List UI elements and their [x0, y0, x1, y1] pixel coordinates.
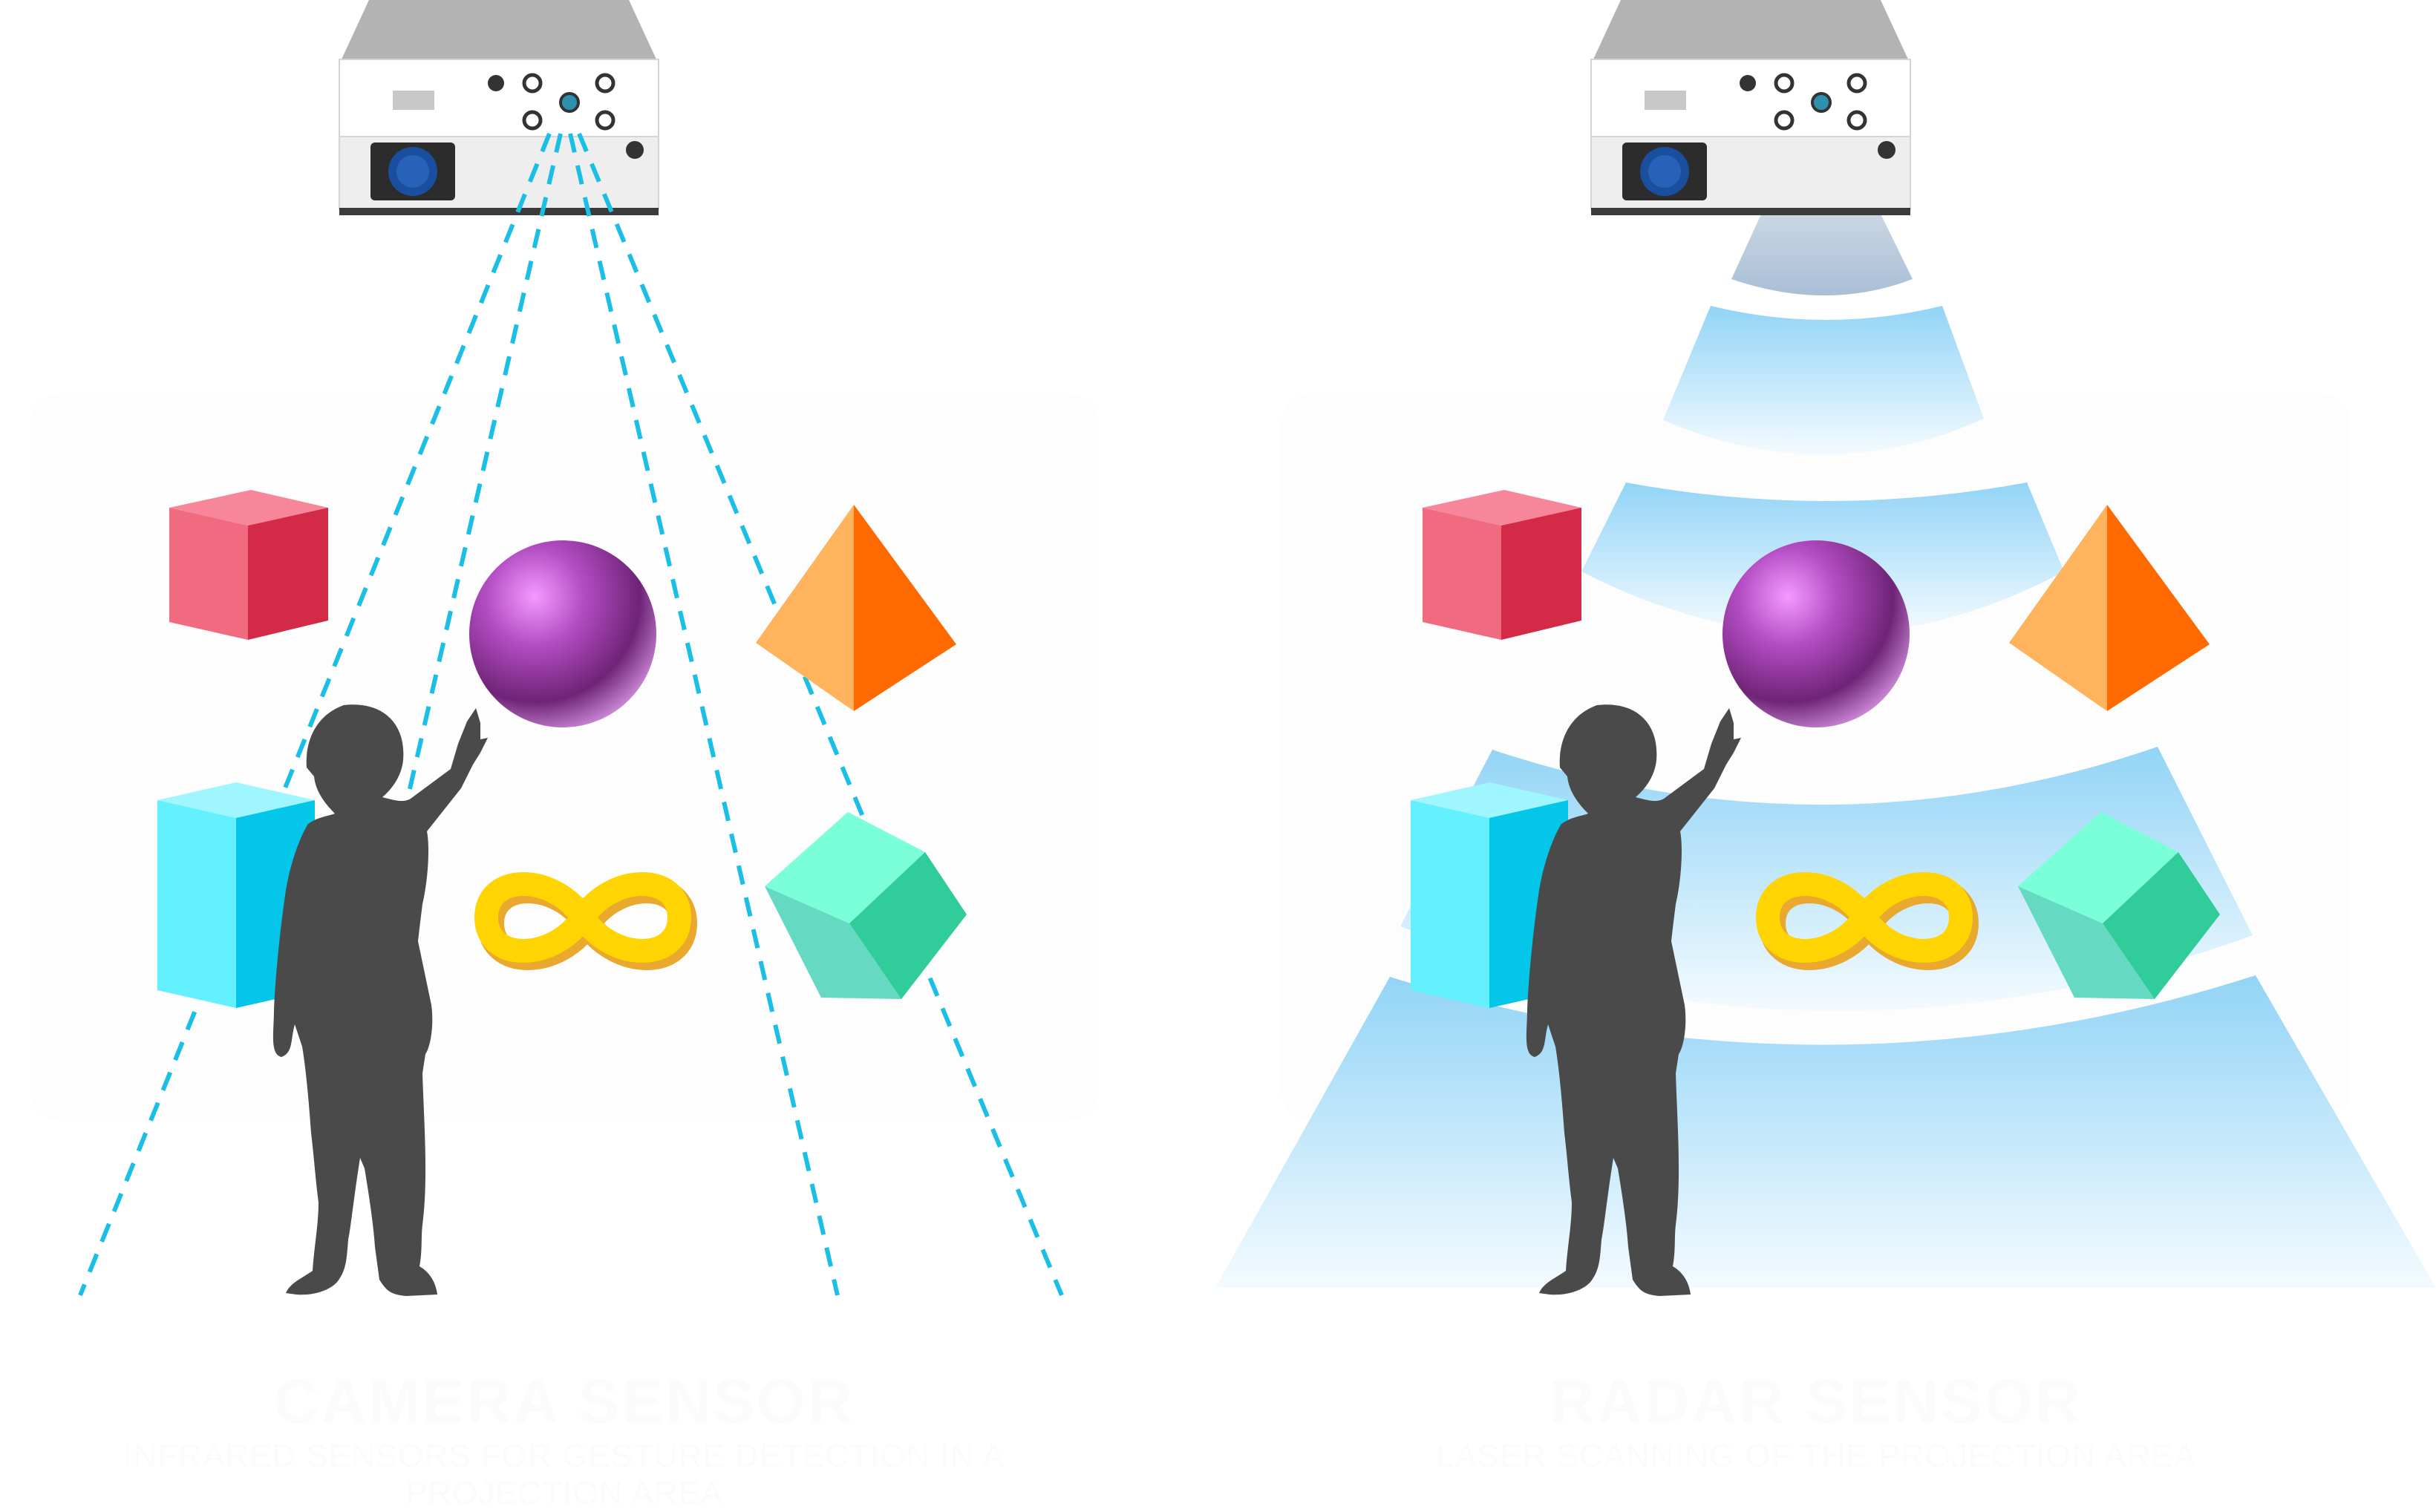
camera-sensor-caption: CAMERA SENSOR INFRARED SENSORS FOR GESTU…: [30, 1366, 1099, 1512]
caption-subtitle: LASER SCANNING OF THE PROJECTION AREA: [1436, 1438, 2196, 1474]
caption-title: RADAR SENSOR: [1550, 1367, 2083, 1436]
panel-camera-sensor: [30, 0, 1099, 1297]
radar-sensor-caption: RADAR SENSOR LASER SCANNING OF THE PROJE…: [1281, 1366, 2351, 1475]
sphere-icon: [469, 540, 656, 727]
cube-icon: [765, 812, 967, 999]
camera-sensor-beams: [78, 132, 1064, 1297]
cube-icon: [2018, 812, 2220, 999]
sphere-icon: [1722, 540, 1910, 727]
cube-icon: [1423, 490, 1581, 640]
pyramid-icon: [2009, 505, 2210, 711]
projector-icon: [339, 0, 659, 215]
caption-subtitle: INFRARED SENSORS FOR GESTURE DETECTION I…: [123, 1438, 1005, 1511]
cube-icon: [169, 490, 328, 640]
panel-radar-sensor: [1215, 0, 2436, 1296]
projection-area: [30, 393, 1099, 1121]
pyramid-icon: [756, 505, 956, 711]
caption-title: CAMERA SENSOR: [273, 1367, 855, 1436]
projector-icon: [1591, 0, 1910, 215]
